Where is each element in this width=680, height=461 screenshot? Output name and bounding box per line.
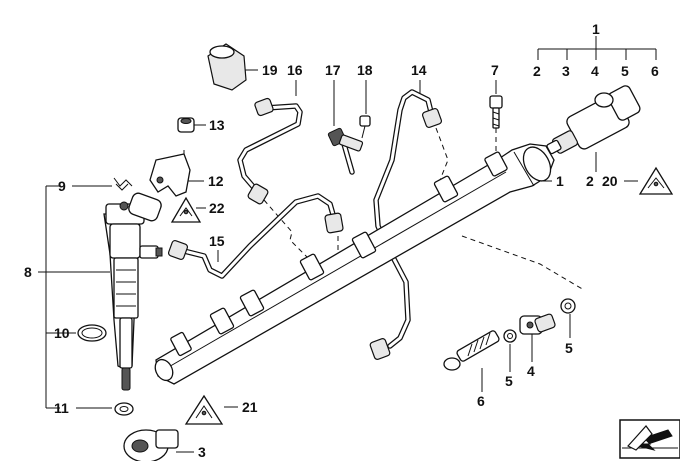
plug-4	[519, 313, 556, 335]
callout-21: 21	[242, 399, 258, 415]
pipe-17-short	[341, 141, 355, 175]
callout-2-valve: 2	[586, 173, 594, 189]
seal-11-inner	[119, 406, 129, 412]
pipe-15	[177, 193, 337, 279]
callout-1-rail: 1	[556, 173, 564, 189]
injector	[103, 192, 163, 391]
callout-6-top: 6	[651, 63, 659, 79]
sensor-3	[123, 429, 179, 461]
warning-triangle-icon	[638, 166, 674, 195]
callout-10: 10	[54, 325, 70, 341]
callout-5-bottom: 5	[505, 373, 513, 389]
callout-12: 12	[208, 173, 224, 189]
callout-22: 22	[209, 200, 225, 216]
callout-4-top: 4	[591, 63, 599, 79]
callout-1-top: 1	[592, 21, 600, 37]
callout-16: 16	[287, 62, 303, 78]
callout-17: 17	[325, 62, 341, 78]
bolt-18	[359, 115, 371, 139]
callout-2-top: 2	[533, 63, 541, 79]
callout-18: 18	[357, 62, 373, 78]
callout-15: 15	[209, 233, 225, 249]
callout-13: 13	[209, 117, 225, 133]
clip-9	[113, 177, 133, 191]
nut-13	[177, 117, 195, 133]
warning-triangle-icon	[184, 394, 224, 425]
washer-5-right-inner	[564, 302, 572, 310]
pipe-nuts	[167, 97, 443, 360]
callout-leaders	[38, 36, 657, 453]
pipe-14	[373, 89, 435, 349]
callout-3-bottom: 3	[198, 444, 206, 460]
pipe-16	[237, 103, 303, 193]
pressure-valve	[546, 85, 641, 155]
bracket-12	[149, 153, 191, 197]
callout-4-bottom: 4	[527, 363, 535, 379]
callout-labels: 1 2 3 4 5 6 19 16 17 18 14 7 13 9 12 1 2…	[24, 21, 659, 460]
bolt-7	[489, 95, 503, 129]
clamp-17	[327, 127, 364, 152]
bolt-6	[443, 330, 500, 371]
o-ring-10-inner	[81, 327, 103, 339]
callout-19: 19	[262, 62, 278, 78]
warning-triangle-icon	[170, 196, 202, 223]
washer-5-bottom	[503, 329, 517, 343]
callout-5-top: 5	[621, 63, 629, 79]
nav-arrow-icon[interactable]	[619, 419, 680, 459]
callout-8: 8	[24, 264, 32, 280]
callout-6-bottom: 6	[477, 393, 485, 409]
callout-5-right: 5	[565, 340, 573, 356]
sleeve-19	[207, 43, 247, 91]
callout-9: 9	[58, 178, 66, 194]
callout-11: 11	[54, 400, 69, 416]
callout-3-top: 3	[562, 63, 570, 79]
seal-11	[114, 402, 134, 416]
callout-20: 20	[602, 173, 618, 189]
callout-7: 7	[491, 62, 499, 78]
washer-5-right	[560, 298, 576, 314]
callout-14: 14	[411, 62, 427, 78]
washer-5-bottom-inner	[507, 333, 513, 339]
fuel-rail	[154, 143, 555, 385]
